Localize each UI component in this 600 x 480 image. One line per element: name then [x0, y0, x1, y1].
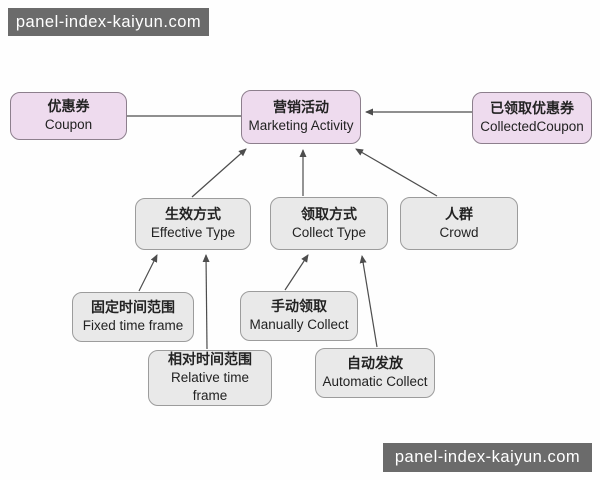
node-automatic-collect: 自动发放 Automatic Collect [315, 348, 435, 398]
watermark-text: panel-index-kaiyun.com [15, 12, 202, 31]
node-manual-label-en: Manually Collect [249, 317, 349, 333]
node-manual-label-zh: 手动领取 [271, 298, 327, 315]
node-relative-label-en: Relative time frame [170, 370, 250, 404]
edge-effective-to-marketing [191, 148, 247, 198]
node-crowd-label-zh: 人群 [445, 205, 473, 222]
watermark-banner-top: panel-index-kaiyun.com [8, 8, 209, 36]
node-auto-label-zh: 自动发放 [347, 355, 403, 372]
node-marketing-activity: 营销活动 Marketing Activity [241, 90, 361, 144]
node-crowd-label-en: Crowd [439, 224, 479, 240]
node-collect-label-en: Collect Type [291, 224, 367, 240]
edge-fixed-to-effective [138, 254, 158, 292]
node-relative-label-zh: 相对时间范围 [168, 351, 252, 368]
watermark-text: panel-index-kaiyun.com [394, 448, 581, 466]
edge-manual-to-collect [284, 254, 309, 291]
node-collected-coupon: 已领取优惠券 CollectedCoupon [472, 92, 592, 144]
edge-relative-to-effective [202, 254, 210, 350]
node-crowd: 人群 Crowd [400, 197, 518, 250]
watermark-banner-bottom: panel-index-kaiyun.com [383, 443, 592, 472]
node-fixed-label-en: Fixed time frame [82, 318, 184, 334]
node-marketing-label-en: Marketing Activity [248, 118, 354, 134]
edge-crowd-to-marketing [355, 148, 438, 197]
node-coupon-label-zh: 优惠券 [47, 98, 90, 115]
node-collected-label-en: CollectedCoupon [480, 119, 584, 135]
node-auto-label-en: Automatic Collect [322, 374, 428, 390]
node-collect-label-zh: 领取方式 [301, 205, 357, 222]
node-marketing-label-zh: 营销活动 [273, 99, 329, 116]
node-fixed-label-zh: 固定时间范围 [91, 299, 175, 316]
node-fixed-time-frame: 固定时间范围 Fixed time frame [72, 292, 194, 342]
node-effective-type: 生效方式 Effective Type [135, 198, 251, 250]
node-effective-label-en: Effective Type [150, 225, 236, 241]
node-relative-time-frame: 相对时间范围 Relative time frame [148, 350, 272, 406]
node-effective-label-zh: 生效方式 [165, 206, 221, 223]
node-collect-type: 领取方式 Collect Type [270, 197, 388, 250]
node-coupon: 优惠券 Coupon [10, 92, 127, 140]
node-collected-label-zh: 已领取优惠券 [490, 100, 574, 117]
node-manually-collect: 手动领取 Manually Collect [240, 291, 358, 341]
edge-auto-to-collect [359, 255, 378, 348]
node-coupon-label-en: Coupon [44, 117, 93, 133]
